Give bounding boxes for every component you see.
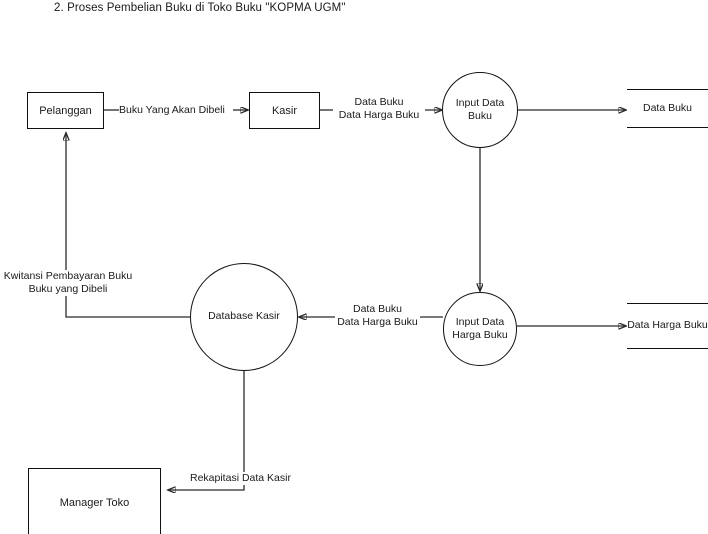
process-input-data-buku[interactable]: Input Data Buku xyxy=(442,72,518,148)
process-database-kasir[interactable]: Database Kasir xyxy=(190,263,298,371)
page-title: 2. Proses Pembelian Buku di Toko Buku "K… xyxy=(54,2,346,14)
external-entity-kasir[interactable]: Kasir xyxy=(249,92,320,129)
process-input-data-harga-buku-label: Input Data Harga Buku xyxy=(452,315,508,341)
flow-label-database-to-pelanggan-line1: Kwitansi Pembayaran Buku xyxy=(3,270,133,282)
external-entity-pelanggan[interactable]: Pelanggan xyxy=(27,92,104,129)
flow-label-kasir-to-input-buku-line1: Data Buku xyxy=(354,96,404,108)
external-entity-pelanggan-label: Pelanggan xyxy=(39,104,92,117)
flow-label-harga-to-database-line1: Data Buku xyxy=(352,303,403,315)
flow-label-harga-to-database-line2: Data Harga Buku xyxy=(337,316,418,329)
external-entity-manager-toko-label: Manager Toko xyxy=(59,497,130,509)
data-store-data-harga-buku[interactable]: Data Harga Buku xyxy=(627,303,708,349)
flow-label-buku-yang-akan-dibeli: Buku Yang Akan Dibeli xyxy=(119,104,225,118)
flow-label-database-to-pelanggan: Kwitansi Pembayaran Buku Buku yang Dibel… xyxy=(2,270,134,297)
flow-label-database-to-pelanggan-line2: Buku yang Dibeli xyxy=(28,283,108,296)
process-database-kasir-label: Database Kasir xyxy=(208,310,280,323)
flow-label-kasir-to-input-buku-line2: Data Harga Buku xyxy=(338,109,420,122)
data-store-data-buku-label: Data Buku xyxy=(642,101,693,114)
data-store-data-buku[interactable]: Data Buku xyxy=(627,89,708,128)
process-input-data-buku-label: Input Data Buku xyxy=(455,96,505,122)
external-entity-manager-toko[interactable]: Manager Toko xyxy=(28,468,161,534)
flow-label-rekapitasi-data-kasir: Rekapitasi Data Kasir xyxy=(190,472,291,486)
process-input-data-harga-buku[interactable]: Input Data Harga Buku xyxy=(443,292,517,366)
flow-label-kasir-to-input-buku: Data Buku Data Harga Buku xyxy=(333,96,425,123)
data-store-data-harga-buku-label: Data Harga Buku xyxy=(627,319,708,332)
flow-label-harga-to-database: Data Buku Data Harga Buku xyxy=(335,303,420,330)
external-entity-kasir-label: Kasir xyxy=(271,104,298,117)
